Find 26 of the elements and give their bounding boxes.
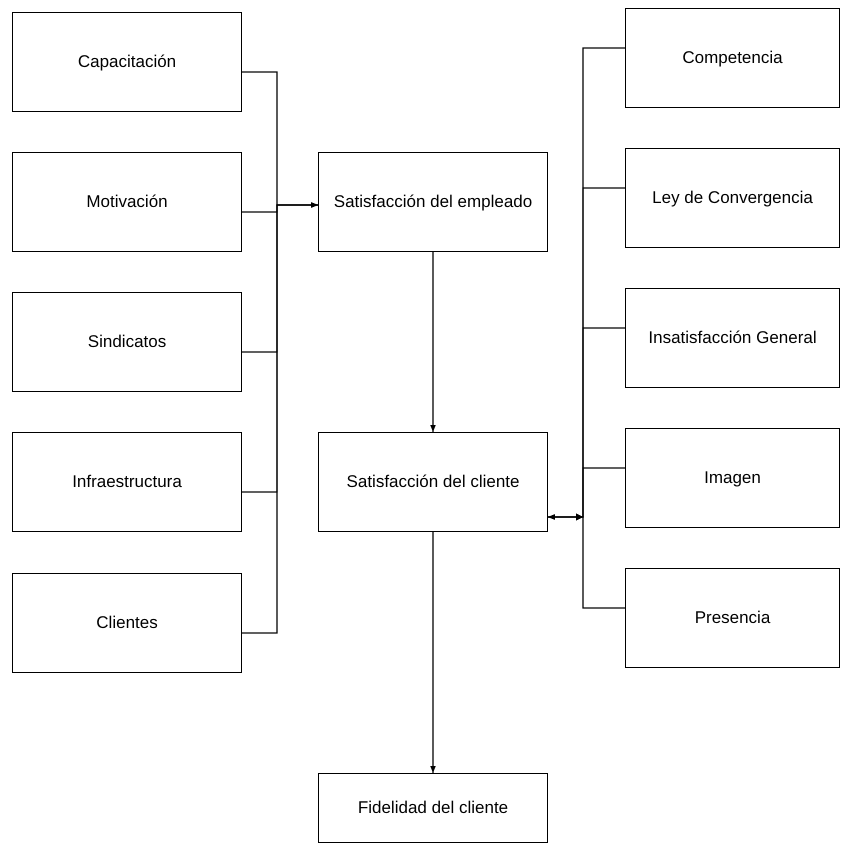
process-box: [625, 428, 840, 528]
box-label: Infraestructura: [72, 471, 182, 494]
box-label: Presencia: [694, 607, 770, 630]
box-label: Clientes: [96, 612, 158, 634]
process-box: [625, 8, 840, 108]
box-label: Ley de Convergencia: [652, 187, 813, 210]
process-box: [12, 573, 242, 673]
process-box: [12, 432, 242, 532]
box-label: Sindicatos: [88, 331, 166, 354]
box-label: Motivación: [86, 191, 168, 214]
box-label: Competencia: [682, 47, 783, 70]
box-label: Insatisfacción General: [648, 327, 817, 350]
process-box: [12, 292, 242, 392]
process-box: [625, 568, 840, 668]
process-box: [318, 152, 548, 252]
process-box: [625, 288, 840, 388]
process-box: [12, 12, 242, 112]
box-label: Satisfacción del cliente: [346, 471, 520, 494]
box-label: Capacitación: [78, 51, 176, 74]
process-box: [318, 432, 548, 532]
box-label: Fidelidad del cliente: [358, 797, 508, 820]
process-box: [318, 773, 548, 843]
box-label: Imagen: [704, 467, 761, 490]
process-box: [625, 148, 840, 248]
process-box: [12, 152, 242, 252]
box-label: Satisfacción del empleado: [334, 191, 532, 214]
